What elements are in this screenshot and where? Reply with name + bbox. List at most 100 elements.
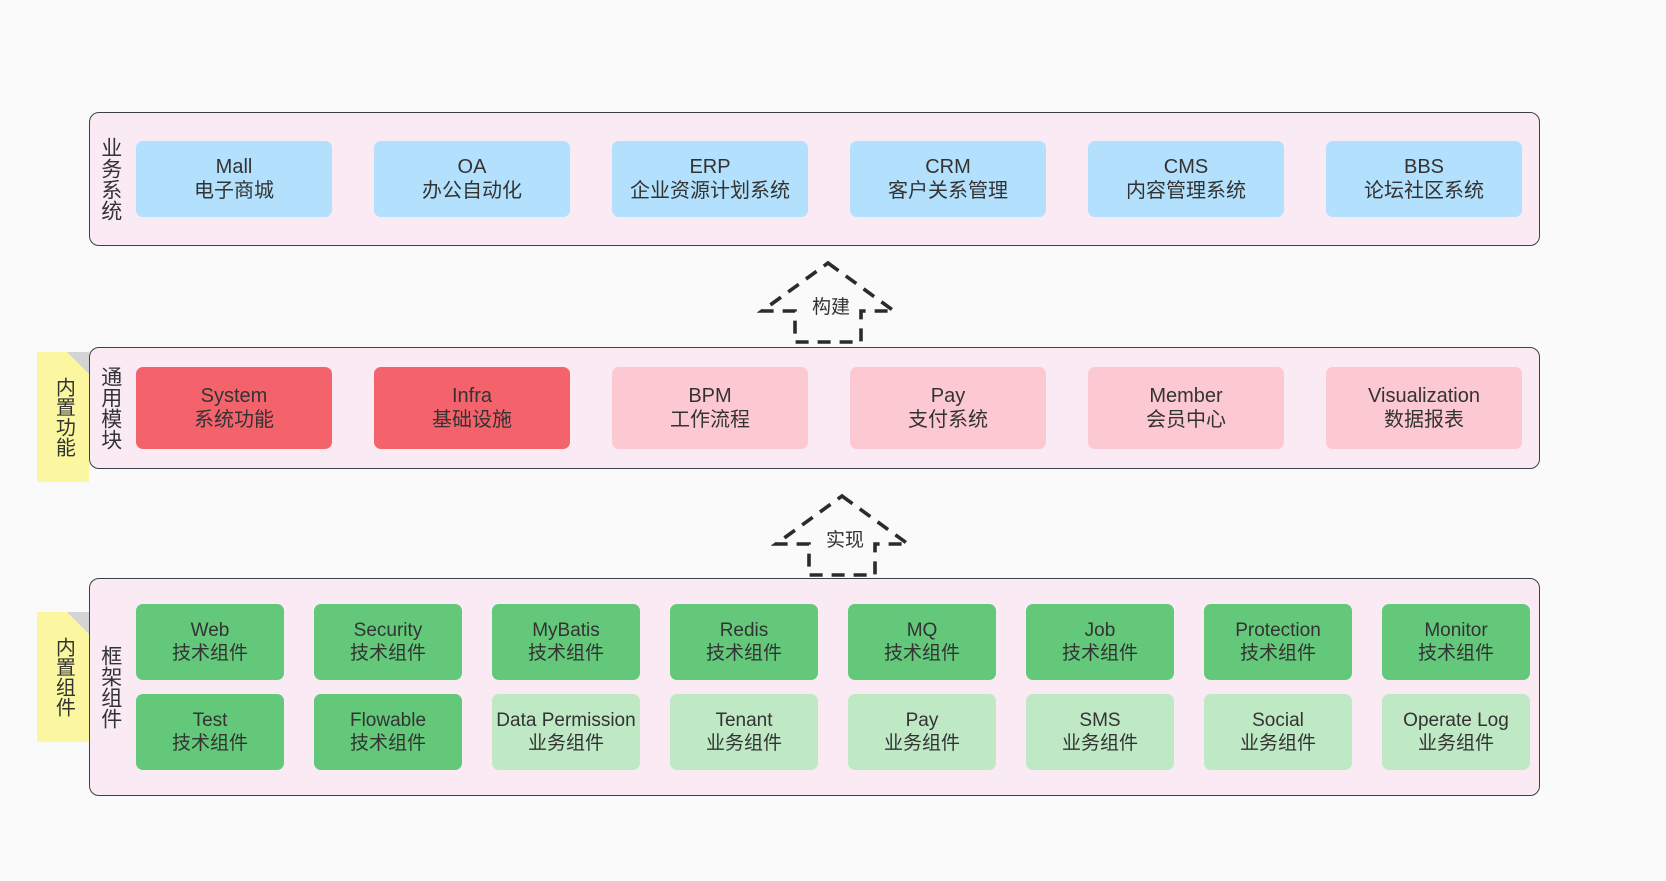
node-infra-name: Infra [451, 384, 493, 407]
node-mall[interactable]: Mall 电子商城 [136, 141, 332, 217]
layer-business-system-body: Mall 电子商城 OA 办公自动化 ERP 企业资源计划系统 CRM 客户关系… [130, 113, 1539, 245]
note-builtin-components: 内置组件 [37, 612, 89, 742]
node-data-permission[interactable]: Data Permission 业务组件 [492, 694, 640, 770]
node-system[interactable]: System 系统功能 [136, 367, 332, 449]
node-test[interactable]: Test 技术组件 [136, 694, 284, 770]
node-security-label: 技术组件 [349, 643, 426, 664]
node-crm[interactable]: CRM 客户关系管理 [850, 141, 1046, 217]
node-member-name: Member [1149, 384, 1223, 407]
framework-row-business: Test 技术组件 Flowable 技术组件 Data Permission … [136, 694, 1539, 770]
node-job[interactable]: Job 技术组件 [1026, 604, 1174, 680]
node-bpm-name: BPM [688, 384, 732, 407]
node-redis-label: 技术组件 [705, 643, 782, 664]
node-flowable[interactable]: Flowable 技术组件 [314, 694, 462, 770]
node-social-name: Social [1252, 709, 1304, 731]
layer-common-modules: 通用模块 System 系统功能 Infra 基础设施 BPM 工作流程 Pay… [89, 347, 1540, 469]
node-web[interactable]: Web 技术组件 [136, 604, 284, 680]
node-mall-name: Mall [215, 155, 253, 178]
node-bpm[interactable]: BPM 工作流程 [612, 367, 808, 449]
node-test-label: 技术组件 [171, 733, 248, 754]
framework-row-technical: Web 技术组件 Security 技术组件 MyBatis 技术组件 Redi… [136, 604, 1539, 680]
node-data-permission-label: 业务组件 [527, 733, 604, 754]
note-builtin-features-text: 内置功能 [52, 377, 75, 457]
node-member[interactable]: Member 会员中心 [1088, 367, 1284, 449]
node-job-label: 技术组件 [1061, 643, 1138, 664]
node-pay-component-name: Pay [905, 709, 939, 731]
node-visualization[interactable]: Visualization 数据报表 [1326, 367, 1522, 449]
note-builtin-features: 内置功能 [37, 352, 89, 482]
connector-implement-label: 实现 [826, 530, 865, 551]
node-oa-label: 办公自动化 [422, 180, 522, 202]
node-crm-name: CRM [925, 155, 971, 178]
node-erp-label: 企业资源计划系统 [630, 180, 790, 202]
node-sms[interactable]: SMS 业务组件 [1026, 694, 1174, 770]
node-cms-name: CMS [1163, 155, 1209, 178]
node-flowable-label: 技术组件 [349, 733, 426, 754]
layer-business-system: 业务系统 Mall 电子商城 OA 办公自动化 ERP 企业资源计划系统 CRM… [89, 112, 1540, 246]
node-erp-name: ERP [689, 155, 731, 178]
node-monitor[interactable]: Monitor 技术组件 [1382, 604, 1530, 680]
node-bbs[interactable]: BBS 论坛社区系统 [1326, 141, 1522, 217]
node-visualization-name: Visualization [1368, 384, 1480, 407]
node-infra[interactable]: Infra 基础设施 [374, 367, 570, 449]
node-flowable-name: Flowable [349, 709, 427, 731]
node-mybatis-name: MyBatis [532, 619, 600, 641]
node-pay-module-label: 支付系统 [908, 409, 988, 431]
node-visualization-label: 数据报表 [1384, 409, 1464, 431]
node-redis[interactable]: Redis 技术组件 [670, 604, 818, 680]
node-monitor-name: Monitor [1424, 619, 1488, 641]
layer-framework-components-body: Web 技术组件 Security 技术组件 MyBatis 技术组件 Redi… [130, 579, 1539, 795]
node-tenant-name: Tenant [715, 709, 773, 731]
node-erp[interactable]: ERP 企业资源计划系统 [612, 141, 808, 217]
node-infra-label: 基础设施 [432, 409, 512, 431]
node-job-name: Job [1084, 619, 1116, 641]
connector-build-arrow-icon [756, 260, 900, 344]
node-operate-log[interactable]: Operate Log 业务组件 [1382, 694, 1530, 770]
node-sms-name: SMS [1079, 709, 1121, 731]
node-oa[interactable]: OA 办公自动化 [374, 141, 570, 217]
node-protection[interactable]: Protection 技术组件 [1204, 604, 1352, 680]
node-security[interactable]: Security 技术组件 [314, 604, 462, 680]
node-pay-module-name: Pay [930, 384, 966, 407]
connector-implement [770, 491, 914, 577]
node-cms-label: 内容管理系统 [1126, 180, 1246, 202]
node-mq-label: 技术组件 [883, 643, 960, 664]
node-operate-log-label: 业务组件 [1417, 733, 1494, 754]
connector-build [756, 258, 900, 344]
node-system-label: 系统功能 [194, 409, 274, 431]
node-redis-name: Redis [719, 619, 769, 641]
node-web-label: 技术组件 [171, 643, 248, 664]
layer-common-modules-title: 通用模块 [98, 366, 122, 450]
connector-implement-arrow-icon [770, 493, 914, 577]
node-sms-label: 业务组件 [1061, 733, 1138, 754]
node-pay-module[interactable]: Pay 支付系统 [850, 367, 1046, 449]
node-pay-component[interactable]: Pay 业务组件 [848, 694, 996, 770]
node-cms[interactable]: CMS 内容管理系统 [1088, 141, 1284, 217]
node-bbs-name: BBS [1403, 155, 1445, 178]
note-fold-corner-icon [67, 352, 89, 374]
layer-common-modules-body: System 系统功能 Infra 基础设施 BPM 工作流程 Pay 支付系统… [130, 348, 1539, 468]
node-mq[interactable]: MQ 技术组件 [848, 604, 996, 680]
node-mq-name: MQ [906, 619, 938, 641]
node-member-label: 会员中心 [1146, 409, 1226, 431]
node-oa-name: OA [457, 155, 487, 178]
node-mall-label: 电子商城 [194, 180, 274, 202]
note-fold-corner-icon [67, 612, 89, 634]
node-social-label: 业务组件 [1239, 733, 1316, 754]
connector-build-label: 构建 [812, 297, 851, 318]
node-mybatis[interactable]: MyBatis 技术组件 [492, 604, 640, 680]
node-mybatis-label: 技术组件 [527, 643, 604, 664]
layer-framework-components-title: 框架组件 [98, 645, 122, 729]
node-security-name: Security [353, 619, 423, 641]
node-bbs-label: 论坛社区系统 [1364, 180, 1484, 202]
node-pay-component-label: 业务组件 [883, 733, 960, 754]
node-monitor-label: 技术组件 [1417, 643, 1494, 664]
layer-business-system-title: 业务系统 [98, 137, 122, 221]
node-protection-name: Protection [1235, 619, 1321, 641]
node-crm-label: 客户关系管理 [888, 180, 1008, 202]
node-social[interactable]: Social 业务组件 [1204, 694, 1352, 770]
node-tenant[interactable]: Tenant 业务组件 [670, 694, 818, 770]
layer-framework-components: 框架组件 Web 技术组件 Security 技术组件 MyBatis 技术组件… [89, 578, 1540, 796]
node-test-name: Test [192, 709, 228, 731]
note-builtin-components-text: 内置组件 [52, 637, 75, 717]
